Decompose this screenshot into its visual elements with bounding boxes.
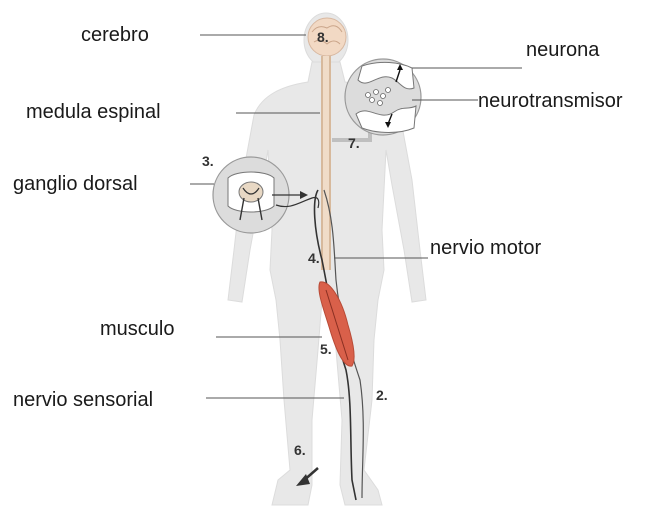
label-cerebro: cerebro <box>81 25 149 45</box>
step-7: 7. <box>348 135 360 151</box>
label-neurotransmisor: neurotransmisor <box>478 91 623 111</box>
label-medula-espinal: medula espinal <box>26 102 161 122</box>
label-nervio-sensorial: nervio sensorial <box>13 390 153 410</box>
label-nervio-motor: nervio motor <box>430 238 541 258</box>
step-8: 8. <box>317 29 329 45</box>
label-musculo: musculo <box>100 319 174 339</box>
label-neurona: neurona <box>526 40 599 60</box>
step-6: 6. <box>294 442 306 458</box>
spinal-cord-fill <box>323 56 329 270</box>
label-ganglio-dorsal: ganglio dorsal <box>13 174 138 194</box>
step-3: 3. <box>202 153 214 169</box>
synapse-inset <box>345 59 421 135</box>
step-4: 4. <box>308 250 320 266</box>
step-5: 5. <box>320 341 332 357</box>
step-2: 2. <box>376 387 388 403</box>
